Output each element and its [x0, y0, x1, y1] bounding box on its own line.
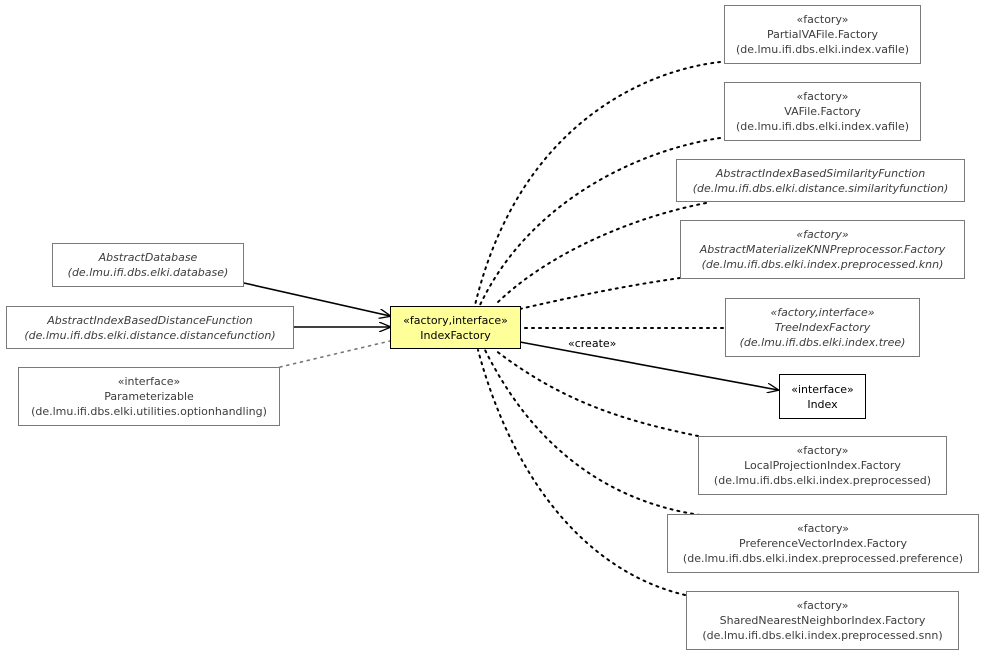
node-stereotype: «factory» — [796, 599, 849, 612]
edge-prefvector — [484, 349, 701, 516]
node-stereotype: «factory» — [796, 522, 849, 535]
node-package: (de.lmu.ifi.dbs.elki.index.tree) — [739, 336, 906, 349]
edge-absindexsim — [494, 202, 707, 306]
node-stereotype: «factory» — [796, 228, 849, 241]
node-name: Parameterizable — [104, 390, 194, 403]
node-stereotype: «factory» — [796, 90, 849, 103]
node-sharednn[interactable]: «factory» SharedNearestNeighborIndex.Fac… — [686, 591, 959, 650]
edge-create — [519, 341, 778, 390]
node-localproj[interactable]: «factory» LocalProjectionIndex.Factory (… — [698, 436, 947, 495]
edge-parameterizable — [279, 340, 391, 368]
create-label: «create» — [568, 337, 617, 350]
node-absmatknn[interactable]: «factory» AbstractMaterializeKNNPreproce… — [680, 220, 965, 279]
node-package: (de.lmu.ifi.dbs.elki.distance.similarity… — [692, 181, 949, 195]
edge-absmatknn — [514, 277, 681, 311]
node-stereotype: «factory» — [796, 444, 849, 457]
node-name: TreeIndexFactory — [774, 321, 871, 334]
node-name: AbstractIndexBasedSimilarityFunction — [715, 166, 926, 180]
node-partialvafile[interactable]: «factory» PartialVAFile.Factory (de.lmu.… — [724, 5, 921, 64]
edge-sharednn — [477, 349, 686, 596]
node-package: (de.lmu.ifi.dbs.elki.index.preprocessed) — [713, 474, 932, 487]
node-name: LocalProjectionIndex.Factory — [744, 459, 901, 472]
node-stereotype: «factory» — [796, 13, 849, 26]
edge-absdb — [243, 282, 390, 316]
node-package: (de.lmu.ifi.dbs.elki.index.vafile) — [735, 43, 910, 56]
node-name: PartialVAFile.Factory — [767, 28, 878, 41]
node-stereotype: «factory,interface» — [770, 306, 875, 319]
node-name: AbstractIndexBasedDistanceFunction — [47, 313, 253, 327]
node-stereotype: «factory,interface» — [403, 313, 508, 327]
node-name: Index — [807, 397, 838, 411]
node-name: PreferenceVectorIndex.Factory — [739, 537, 907, 550]
node-package: (de.lmu.ifi.dbs.elki.index.preprocessed.… — [702, 629, 943, 642]
node-name: IndexFactory — [420, 328, 491, 342]
node-name: AbstractDatabase — [98, 251, 198, 264]
node-vafile[interactable]: «factory» VAFile.Factory (de.lmu.ifi.dbs… — [724, 82, 921, 141]
node-absindexdist[interactable]: AbstractIndexBasedDistanceFunction (de.l… — [6, 306, 294, 349]
node-absindexsim[interactable]: AbstractIndexBasedSimilarityFunction (de… — [676, 159, 965, 202]
node-index[interactable]: «interface» Index — [779, 374, 866, 419]
node-package: (de.lmu.ifi.dbs.elki.database) — [67, 266, 229, 279]
node-package: (de.lmu.ifi.dbs.elki.index.preprocessed.… — [682, 552, 964, 565]
node-prefvector[interactable]: «factory» PreferenceVectorIndex.Factory … — [667, 514, 979, 573]
node-stereotype: «interface» — [791, 382, 854, 396]
node-package: (de.lmu.ifi.dbs.elki.index.preprocessed.… — [701, 258, 944, 271]
node-indexfactory[interactable]: «factory,interface» IndexFactory — [390, 306, 521, 349]
node-package: (de.lmu.ifi.dbs.elki.index.vafile) — [735, 120, 910, 133]
node-stereotype: «interface» — [117, 375, 181, 388]
node-name: AbstractMaterializeKNNPreprocessor.Facto… — [699, 243, 946, 256]
node-parameterizable[interactable]: «interface» Parameterizable (de.lmu.ifi.… — [18, 367, 280, 426]
node-package: (de.lmu.ifi.dbs.elki.distance.distancefu… — [24, 328, 276, 342]
node-name: VAFile.Factory — [784, 105, 861, 118]
edge-localproj — [494, 349, 699, 437]
node-package: (de.lmu.ifi.dbs.elki.utilities.optionhan… — [31, 405, 267, 418]
node-absdb[interactable]: AbstractDatabase (de.lmu.ifi.dbs.elki.da… — [52, 243, 244, 287]
edge-vafile — [479, 137, 721, 306]
node-treeindex[interactable]: «factory,interface» TreeIndexFactory (de… — [725, 298, 920, 357]
node-name: SharedNearestNeighborIndex.Factory — [719, 614, 926, 627]
edge-partialvafile — [474, 61, 721, 306]
